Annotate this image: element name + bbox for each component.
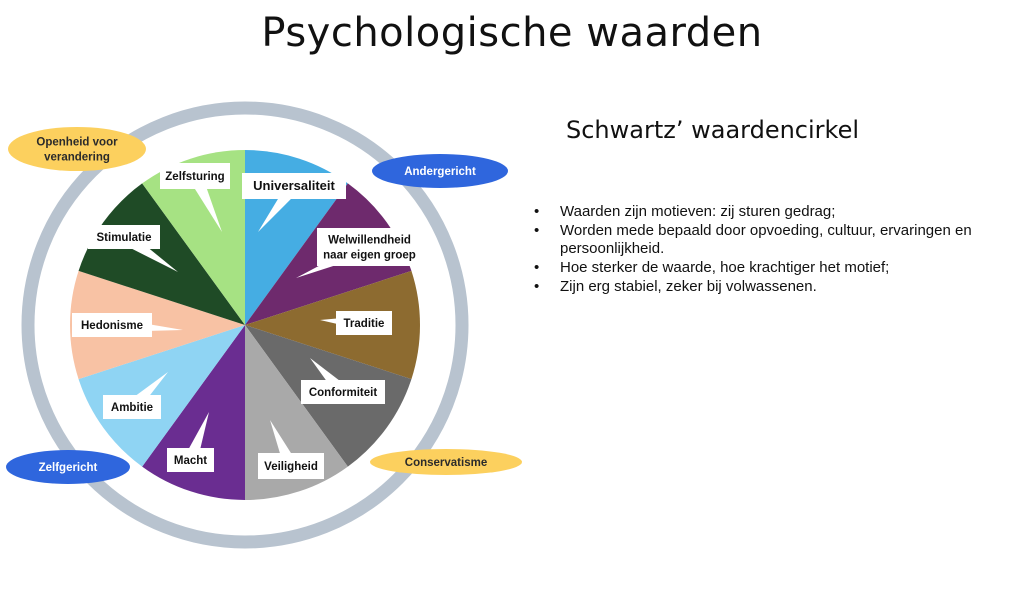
callout-box [317, 228, 422, 266]
segment-7 [70, 270, 245, 380]
segment-label: Stimulatie [97, 232, 152, 244]
callout-box [258, 453, 324, 479]
bullet-marker: • [534, 222, 540, 239]
callout-1: Welwillendheid naar eigen groep [296, 228, 422, 278]
bullet-marker: • [534, 259, 540, 276]
bullet-text: Zijn erg stabiel, zeker bij volwassenen. [560, 278, 817, 295]
bullet-item: • Hoe sterker de waarde, hoe krachtiger h… [534, 259, 1020, 277]
quadrant-badge-1: Andergericht [372, 154, 508, 188]
quadrant-labels: Openheid voorveranderingAndergerichtZelf… [6, 127, 522, 484]
callout-box [167, 448, 214, 472]
bullet-text: Worden mede bepaald door opvoeding, cult… [560, 222, 972, 257]
quadrant-ellipse [6, 450, 130, 484]
segment-label: Traditie [344, 318, 385, 330]
callout-box [336, 311, 392, 335]
segment-label: Hedonisme [81, 320, 143, 332]
callout-box [160, 163, 230, 189]
segment-2 [245, 270, 420, 380]
callout-2: Traditie [320, 311, 392, 335]
callout-box [242, 173, 346, 199]
page-title: Psychologische waarden [261, 10, 763, 56]
segment-8 [78, 183, 245, 325]
quadrant-badge-0: Openheid voor verandering [8, 127, 146, 171]
segment-label: Macht [174, 455, 207, 467]
quadrant-ellipse [370, 449, 522, 475]
callout-box [301, 380, 385, 404]
callout-0: Universaliteit [242, 173, 346, 232]
callout-7: Hedonisme [72, 313, 183, 337]
segment-6 [78, 325, 245, 467]
quadrant-badge-2: Zelfgericht [6, 450, 130, 484]
quadrant-label: Conservatisme [405, 457, 487, 469]
callout-4: Veiligheid [258, 420, 324, 479]
bullet-text: Waarden zijn motieven: zij sturen gedrag… [560, 203, 836, 220]
bullet-list: • Waarden zijn motieven: zij sturen gedra… [534, 203, 1020, 297]
callout-8: Stimulatie [88, 225, 178, 272]
bullet-item: • Waarden zijn motieven: zij sturen gedra… [534, 203, 1020, 221]
segment-label: naar eigen groep [323, 250, 416, 262]
bullet-marker: • [534, 203, 540, 220]
quadrant-label: verandering [44, 152, 110, 164]
segment-label: Conformiteit [309, 387, 378, 399]
quadrant-label: Andergericht [404, 166, 476, 178]
callout-9: Zelfsturing [160, 163, 230, 232]
segment-label: Zelfsturing [165, 171, 224, 183]
bullet-text: Hoe sterker de waarde, hoe krachtiger he… [560, 259, 890, 276]
segment-label: Ambitie [111, 402, 153, 414]
quadrant-ellipse [8, 127, 146, 171]
callout-box [103, 395, 161, 419]
segment-label: Welwillendheid [328, 235, 411, 247]
quadrant-badge-3: Conservatisme [370, 449, 522, 475]
callout-box [72, 313, 152, 337]
bullet-item: • Worden mede bepaald door opvoeding, cul… [534, 222, 1020, 258]
quadrant-ellipse [372, 154, 508, 188]
callout-3: Conformiteit [301, 358, 385, 404]
callout-6: Ambitie [103, 372, 168, 419]
callout-5: Macht [167, 412, 214, 472]
quadrant-label: Zelfgericht [39, 462, 98, 474]
quadrant-label: Openheid voor [36, 137, 118, 149]
outer-ring [21, 101, 469, 549]
diagram-subtitle: Schwartz’ waardencirkel [566, 116, 860, 144]
callout-box [88, 225, 160, 249]
bullet-item: • Zijn erg stabiel, zeker bij volwassenen… [534, 278, 1020, 296]
segment-label: Veiligheid [264, 461, 318, 473]
segment-label: Universaliteit [253, 178, 335, 193]
segment-9 [142, 150, 245, 325]
bullet-marker: • [534, 278, 540, 295]
